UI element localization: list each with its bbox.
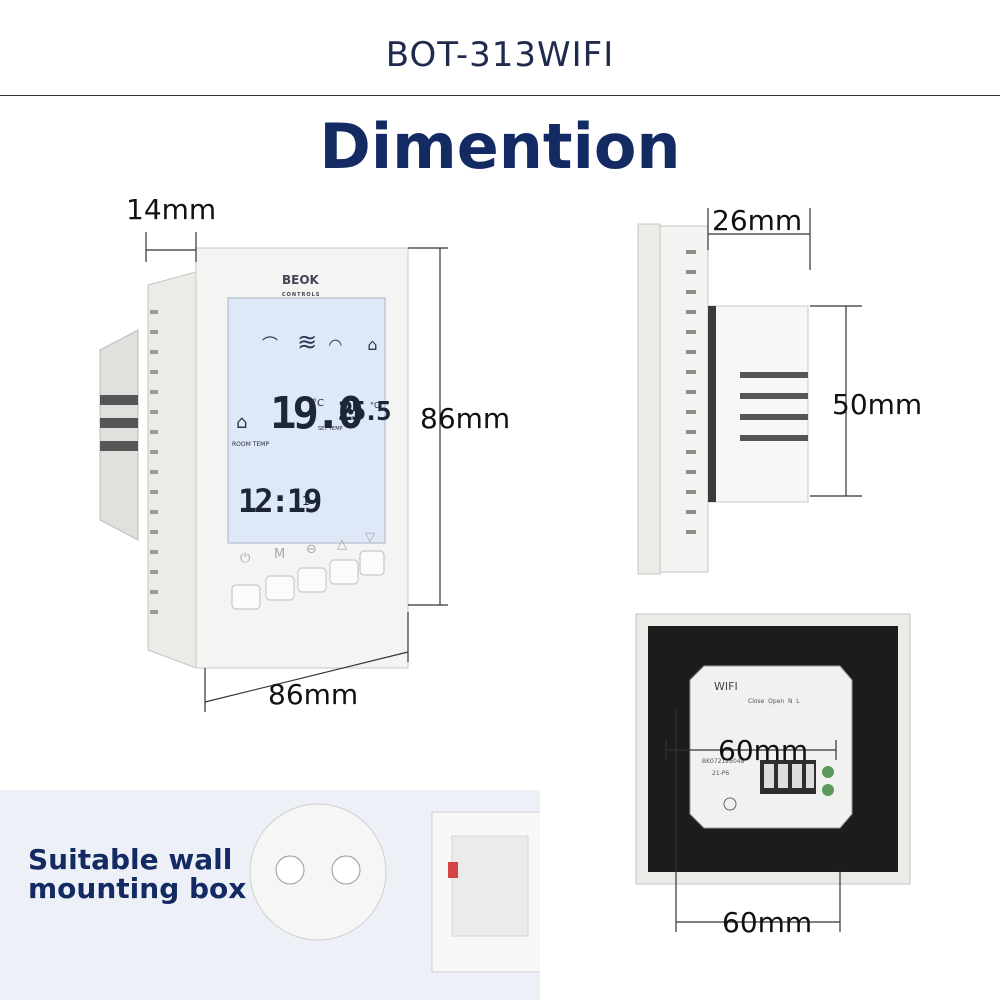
terminal-label: Close Open N L [748, 698, 800, 705]
mounting-box-label: Suitable wall mounting box [28, 845, 246, 904]
brand-sub: CONTROLS [282, 292, 321, 298]
heating-icon: ≋ [297, 328, 318, 356]
brand-logo: BEOK CONTROLS [282, 274, 320, 298]
room-temp-caption: ROOM TEMP [232, 441, 269, 448]
home-icon: ⌂ [367, 335, 378, 354]
back-outer-label: 60mm [722, 906, 813, 939]
room-temp-value: 19.0 [270, 388, 364, 439]
back-view: WIFI Close Open N L BK072126048 21-P6 60… [600, 600, 1000, 1000]
set-temp-unit: °C [370, 401, 380, 410]
front-view: 14mm 86mm 86mm BEOK CONTROLS ⌒ ≋ ◠ ⌂ ⌂ 1… [0, 0, 510, 790]
mounting-label-line2: mounting box [28, 872, 247, 906]
mode-button[interactable]: M [274, 547, 286, 562]
clock-display: 12:19 [238, 482, 322, 520]
wifi-label: WIFI [714, 680, 738, 693]
room-temp-unit: °C [312, 398, 324, 409]
front-height-label: 86mm [420, 402, 511, 435]
flame-icon: ⌒ [262, 335, 279, 354]
lcd-icons: ⌒ ≋ ◠ ⌂ [262, 328, 378, 356]
serial-label: BK072126048 [702, 758, 745, 765]
up-button[interactable]: △ [337, 537, 347, 552]
front-depth-label: 14mm [126, 193, 217, 226]
down-button[interactable]: ▽ [365, 530, 375, 545]
mounting-box-section [0, 790, 540, 1000]
page-title: Dimention [319, 110, 681, 183]
brand-name: BEOK [282, 273, 319, 287]
clock-button[interactable]: ⊖ [306, 542, 317, 557]
lcd-home-icon: ⌂ [236, 412, 248, 433]
model-title: BOT-313WIFI [385, 35, 615, 75]
code-label: 21-P6 [712, 770, 730, 777]
weekday-display: 1 [302, 494, 310, 508]
back-inner-label: 60mm [718, 734, 809, 767]
side-depth-label: 26mm [712, 204, 803, 237]
front-width-label: 86mm [268, 678, 359, 711]
set-temp-caption: SET TEMP [318, 426, 343, 432]
side-height-label: 50mm [832, 388, 923, 421]
side-view: 26mm 50mm [600, 190, 1000, 590]
header-divider [0, 95, 1000, 96]
set-temp-value: 25.5 [338, 397, 392, 427]
power-button[interactable]: ⏻ [240, 551, 251, 566]
wifi-icon: ◠ [328, 335, 343, 354]
mounting-label-line1: Suitable wall [28, 843, 233, 876]
